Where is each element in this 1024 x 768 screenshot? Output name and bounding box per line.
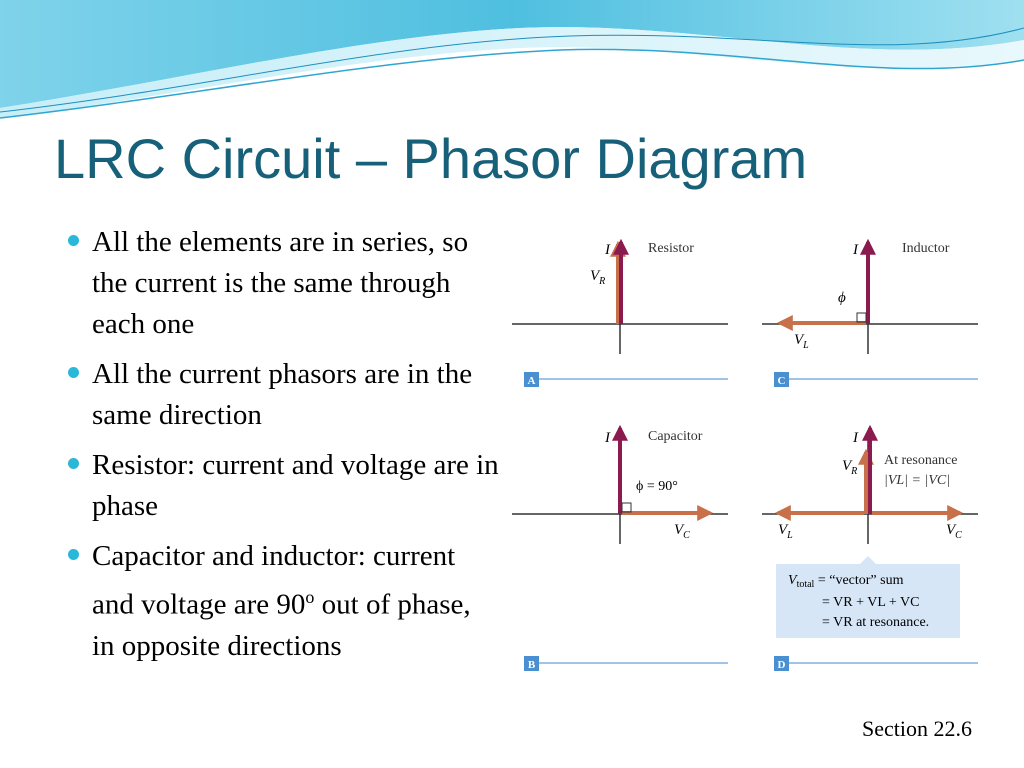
bullet-item: All the current phasors are in the same … bbox=[60, 354, 500, 436]
panel-a-resistor: I Resistor VR A bbox=[512, 238, 728, 387]
panel-b-voltage-label: VC bbox=[674, 522, 690, 541]
panel-d-current-label: I bbox=[852, 430, 859, 446]
panel-c-current-label: I bbox=[852, 242, 859, 258]
panel-d-badge-label: D bbox=[778, 659, 786, 671]
panel-c-badge-label: C bbox=[778, 375, 786, 387]
panel-b-badge bbox=[524, 656, 539, 671]
panel-a-badge bbox=[524, 372, 539, 387]
bullet-list: All the elements are in series, so the c… bbox=[60, 222, 500, 676]
panel-c-badge bbox=[774, 372, 789, 387]
panel-d-lrc: I VR At resonance |VL| = |VC| VL VC Vtot… bbox=[762, 424, 978, 671]
panel-d-badge bbox=[774, 656, 789, 671]
panel-d-vr-label: VR bbox=[842, 458, 857, 477]
panel-b-capacitor: I Capacitor ϕ = 90° VC B bbox=[512, 424, 728, 671]
bullet-dot-icon bbox=[68, 458, 79, 469]
panel-a-voltage-label: VR bbox=[590, 268, 605, 287]
bullet-item: All the elements are in series, so the c… bbox=[60, 222, 500, 345]
bullet-item: Resistor: current and voltage are in pha… bbox=[60, 445, 500, 527]
panel-d-box-line-2: = VR + VL + VC bbox=[822, 595, 919, 610]
panel-a-badge-label: A bbox=[528, 375, 536, 387]
panel-b-right-angle bbox=[621, 502, 632, 513]
panel-d-resonance-title: At resonance bbox=[884, 453, 957, 468]
panel-d-box-line-3: = VR at resonance. bbox=[822, 615, 929, 630]
bullet-dot-icon bbox=[68, 367, 79, 378]
panel-c-title: Inductor bbox=[902, 241, 950, 256]
panel-d-resonance-eq: |VL| = |VC| bbox=[884, 473, 950, 488]
slide-title: LRC Circuit – Phasor Diagram bbox=[54, 127, 808, 190]
panel-c-phase-label: ϕ bbox=[838, 290, 846, 306]
bullet-dot-icon bbox=[68, 549, 79, 560]
panel-d-vl-label: VL bbox=[778, 522, 793, 541]
panel-d-vc-label: VC bbox=[946, 522, 962, 541]
section-reference: Section 22.6 bbox=[862, 716, 972, 741]
panel-b-phase-label: ϕ = 90° bbox=[636, 479, 678, 494]
panel-a-current-label: I bbox=[604, 242, 611, 258]
panel-d-info-box bbox=[776, 556, 960, 638]
panel-c-inductor: I Inductor ϕ VL C bbox=[762, 238, 978, 387]
header-wave-decoration bbox=[0, 0, 1024, 119]
panel-a-title: Resistor bbox=[648, 241, 694, 256]
panel-d-box-line-1: Vtotal = “vector” sum bbox=[788, 573, 904, 590]
panel-b-badge-label: B bbox=[528, 659, 536, 671]
panel-c-right-angle bbox=[856, 312, 867, 323]
panel-b-title: Capacitor bbox=[648, 429, 703, 444]
bullet-item: Capacitor and inductor: current and volt… bbox=[60, 536, 500, 667]
phasor-diagram-figure: I Resistor VR A I Inductor ϕ VL C I Capa… bbox=[512, 222, 982, 680]
panel-b-current-label: I bbox=[604, 430, 611, 446]
bullet-dot-icon bbox=[68, 235, 79, 246]
panel-c-voltage-label: VL bbox=[794, 332, 809, 351]
